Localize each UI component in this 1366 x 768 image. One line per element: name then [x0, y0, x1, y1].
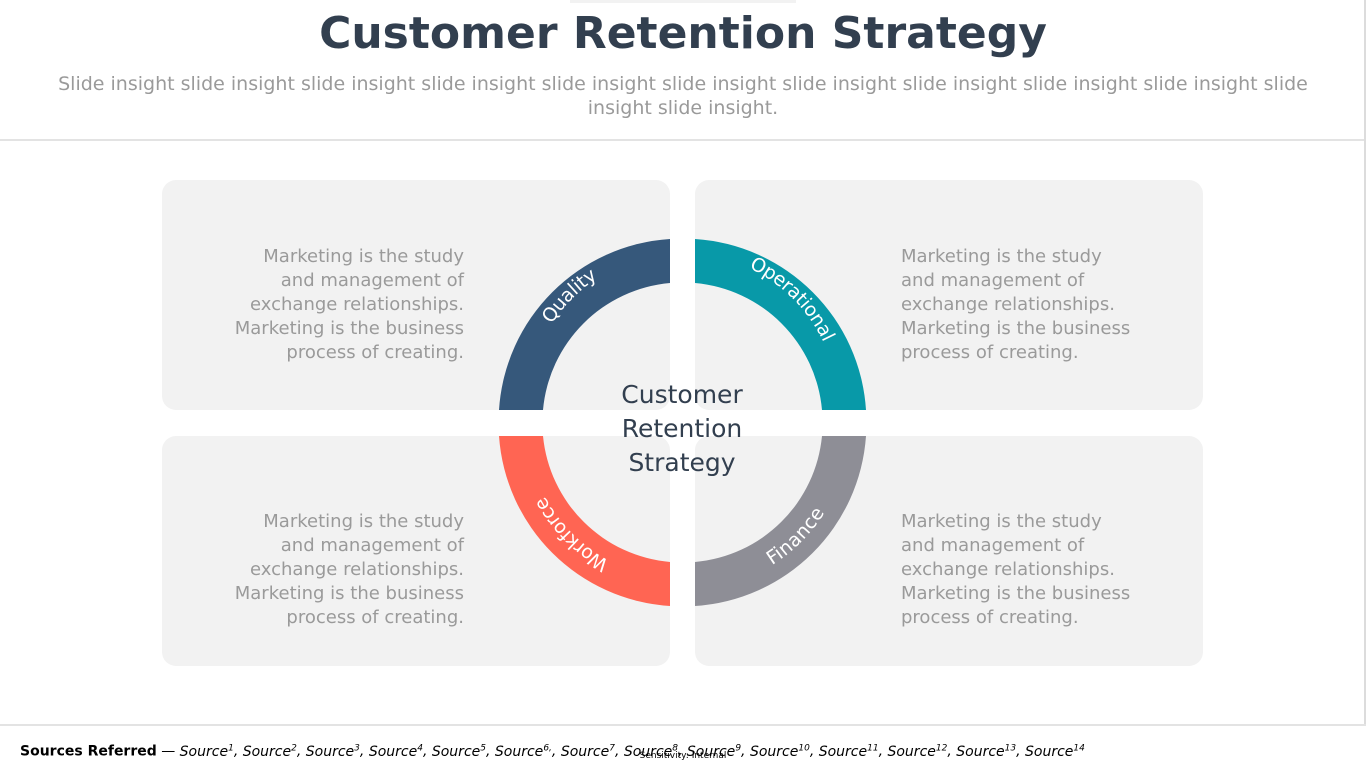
- source-separator: ,: [1016, 743, 1026, 760]
- quality-description: Marketing is the study and management of…: [234, 246, 464, 363]
- source-name: Source: [749, 743, 799, 760]
- header-divider: [0, 139, 1366, 141]
- source-reference: Source6,: [494, 743, 552, 760]
- source-number: 3: [354, 743, 360, 753]
- sources-line: Sources Referred — Source1, Source2, Sou…: [20, 738, 1085, 762]
- source-separator: ,: [678, 743, 687, 760]
- slide-title: Customer Retention Strategy: [319, 8, 1047, 59]
- source-number: 12: [935, 743, 948, 753]
- source-reference: Source7: [560, 743, 615, 760]
- source-number: 11: [867, 743, 879, 753]
- source-name: Source: [242, 743, 292, 760]
- source-reference: Source1: [179, 743, 234, 760]
- source-reference: Source2: [242, 743, 297, 760]
- source-name: Source: [560, 743, 610, 760]
- center-label: Customer Retention Strategy: [621, 380, 743, 477]
- source-number: 5: [480, 743, 486, 753]
- source-separator: ,: [422, 743, 432, 760]
- operational-segment: [695, 239, 866, 410]
- source-reference: Source4: [368, 743, 423, 760]
- workforce-segment: [499, 436, 670, 606]
- source-name: Source: [368, 743, 418, 760]
- quality-segment: [499, 239, 670, 410]
- source-number: 2: [291, 743, 297, 753]
- source-name: Source: [494, 743, 544, 760]
- source-reference: Source8: [623, 743, 678, 760]
- source-name: Source: [305, 743, 355, 760]
- sensitivity-label: Sensitivity: Internal: [639, 751, 727, 761]
- source-name: Source: [956, 743, 1005, 760]
- source-reference: Source5: [431, 743, 486, 760]
- source-number: 13: [1004, 743, 1017, 753]
- slide-subtitle: Slide insight slide insight slide insigh…: [58, 73, 1308, 119]
- source-name: Source: [818, 743, 868, 760]
- workforce-description: Marketing is the study and management of…: [234, 511, 464, 628]
- source-separator: ,: [614, 743, 624, 760]
- source-number: 14: [1073, 743, 1085, 753]
- source-number: 8: [672, 743, 678, 753]
- footer-divider: [0, 724, 1366, 726]
- source-number: 10: [798, 743, 810, 753]
- source-separator: ,: [551, 743, 561, 760]
- finance-description: Marketing is the study and management of…: [901, 511, 1131, 628]
- source-separator: ,: [233, 743, 243, 760]
- source-separator: ,: [741, 743, 750, 760]
- source-number: 6,: [543, 743, 552, 753]
- source-reference: Source10: [749, 743, 810, 760]
- source-reference: Source3: [305, 743, 360, 760]
- source-name: Source: [431, 743, 481, 760]
- source-name: Source: [623, 743, 673, 760]
- source-reference: Source12: [887, 743, 948, 760]
- top-tab-decoration: [570, 0, 796, 3]
- source-reference: Source14: [1025, 743, 1085, 760]
- source-name: Source: [179, 743, 229, 760]
- source-separator: ,: [359, 743, 369, 760]
- source-name: Source: [686, 743, 736, 760]
- source-separator: ,: [947, 743, 957, 760]
- source-separator: ,: [809, 743, 819, 760]
- source-separator: ,: [486, 743, 495, 760]
- operational-description: Marketing is the study and management of…: [901, 246, 1131, 363]
- right-edge-divider: [1364, 0, 1366, 724]
- source-number: 7: [609, 743, 615, 753]
- source-reference: Source13: [956, 743, 1017, 760]
- source-reference: Source9: [686, 743, 742, 760]
- source-number: 1: [228, 743, 234, 753]
- source-separator: ,: [878, 743, 888, 760]
- source-separator: ,: [296, 743, 306, 760]
- source-number: 9: [735, 743, 742, 753]
- source-name: Source: [1025, 743, 1074, 760]
- source-number: 4: [417, 743, 423, 753]
- sources-heading: Sources Referred: [20, 743, 157, 760]
- source-name: Source: [887, 743, 936, 760]
- sources-list: Source1, Source2, Source3, Source4, Sour…: [179, 743, 1085, 760]
- sources-dash: —: [156, 743, 180, 760]
- finance-segment: [695, 436, 866, 606]
- source-reference: Source11: [818, 743, 879, 760]
